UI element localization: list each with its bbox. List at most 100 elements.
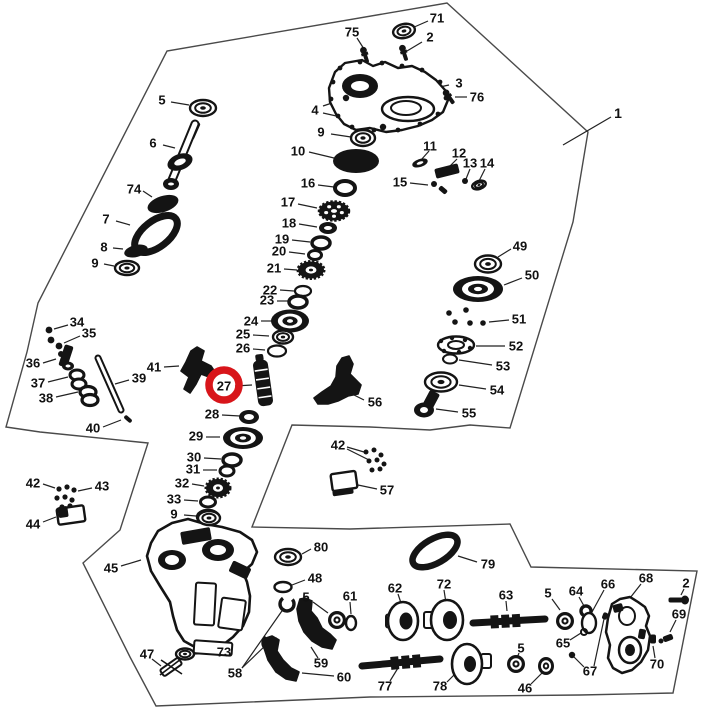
part-label-32[interactable]: 32	[175, 476, 189, 491]
part-label-42[interactable]: 42	[26, 476, 40, 491]
part-label-1[interactable]: 1	[614, 105, 622, 121]
part-label-53[interactable]: 53	[496, 359, 510, 374]
part-label-44[interactable]: 44	[26, 517, 41, 532]
part-label-10[interactable]: 10	[291, 144, 305, 159]
part-label-76[interactable]: 76	[470, 90, 484, 105]
part-label-27[interactable]: 27	[217, 379, 231, 394]
part-label-42[interactable]: 42	[331, 438, 345, 453]
part-label-79[interactable]: 79	[481, 557, 495, 572]
part-label-4[interactable]: 4	[311, 103, 319, 118]
part-glyph-44	[57, 506, 69, 518]
part-label-62[interactable]: 62	[388, 581, 402, 596]
part-label-23[interactable]: 23	[260, 293, 274, 308]
part-label-71[interactable]: 71	[430, 11, 444, 26]
part-label-24[interactable]: 24	[244, 314, 259, 329]
part-label-12[interactable]: 12	[452, 146, 466, 161]
part-label-43[interactable]: 43	[95, 479, 109, 494]
part-label-31[interactable]: 31	[186, 462, 200, 477]
part-label-40[interactable]: 40	[86, 421, 100, 436]
part-label-56[interactable]: 56	[368, 395, 382, 410]
part-label-52[interactable]: 52	[509, 339, 523, 354]
leader-line	[629, 583, 642, 599]
part-label-6[interactable]: 6	[149, 136, 156, 151]
part-label-57[interactable]: 57	[380, 483, 394, 498]
leader-line	[183, 514, 197, 517]
part-glyph-68	[612, 603, 624, 613]
part-label-48[interactable]: 48	[308, 571, 322, 586]
part-label-34[interactable]: 34	[70, 315, 85, 330]
part-label-11[interactable]: 11	[423, 139, 437, 154]
leader-line	[191, 483, 205, 487]
part-label-2[interactable]: 2	[426, 30, 433, 45]
part-label-38[interactable]: 38	[39, 391, 53, 406]
part-label-67[interactable]: 67	[583, 664, 597, 679]
part-label-9[interactable]: 9	[91, 256, 98, 271]
part-label-51[interactable]: 51	[512, 312, 526, 327]
part-label-58[interactable]: 58	[228, 666, 242, 681]
part-label-49[interactable]: 49	[513, 239, 527, 254]
part-label-28[interactable]: 28	[205, 407, 219, 422]
part-label-26[interactable]: 26	[236, 341, 250, 356]
part-label-45[interactable]: 45	[104, 561, 118, 576]
part-label-15[interactable]: 15	[393, 175, 407, 190]
part-label-22[interactable]: 22	[263, 283, 277, 298]
part-label-65[interactable]: 65	[556, 636, 570, 651]
part-label-46[interactable]: 46	[518, 681, 532, 696]
part-label-5[interactable]: 5	[544, 586, 551, 601]
leader-line	[279, 289, 295, 292]
part-label-66[interactable]: 66	[601, 577, 615, 592]
part-label-18[interactable]: 18	[282, 216, 296, 231]
part-label-64[interactable]: 64	[569, 584, 584, 599]
part-label-7[interactable]: 7	[102, 212, 109, 227]
part-label-19[interactable]: 19	[275, 232, 289, 247]
part-glyph-70	[650, 634, 656, 644]
part-label-17[interactable]: 17	[281, 195, 295, 210]
part-label-60[interactable]: 60	[337, 670, 351, 685]
part-label-75[interactable]: 75	[345, 25, 359, 40]
part-label-2[interactable]: 2	[682, 576, 689, 591]
part-label-29[interactable]: 29	[189, 429, 203, 444]
part-label-50[interactable]: 50	[525, 268, 539, 283]
leader-line	[63, 335, 81, 344]
part-label-73[interactable]: 73	[217, 645, 231, 660]
part-label-69[interactable]: 69	[672, 607, 686, 622]
part-label-36[interactable]: 36	[26, 356, 40, 371]
part-label-37[interactable]: 37	[31, 376, 45, 391]
part-label-59[interactable]: 59	[314, 656, 328, 671]
part-glyph-69	[662, 634, 674, 642]
part-label-70[interactable]: 70	[650, 657, 664, 672]
part-label-41[interactable]: 41	[147, 360, 161, 375]
part-label-5[interactable]: 5	[302, 590, 309, 605]
part-label-25[interactable]: 25	[236, 327, 250, 342]
part-label-20[interactable]: 20	[272, 244, 286, 259]
part-label-14[interactable]: 14	[480, 156, 495, 171]
part-label-9[interactable]: 9	[170, 507, 177, 522]
part-label-33[interactable]: 33	[167, 492, 181, 507]
part-label-9[interactable]: 9	[317, 125, 324, 140]
part-label-47[interactable]: 47	[140, 647, 154, 662]
part-label-74[interactable]: 74	[127, 182, 142, 197]
part-label-55[interactable]: 55	[462, 406, 476, 421]
leader-line	[593, 618, 605, 667]
part-label-63[interactable]: 63	[499, 588, 513, 603]
part-label-77[interactable]: 77	[378, 679, 392, 694]
part-label-72[interactable]: 72	[437, 577, 451, 592]
part-label-54[interactable]: 54	[490, 383, 505, 398]
part-label-21[interactable]: 21	[267, 261, 281, 276]
part-label-35[interactable]: 35	[82, 326, 96, 341]
part-label-8[interactable]: 8	[100, 240, 107, 255]
leader-line	[530, 672, 543, 685]
part-label-80[interactable]: 80	[314, 540, 328, 555]
part-label-3[interactable]: 3	[455, 76, 462, 91]
part-label-30[interactable]: 30	[187, 450, 201, 465]
part-label-39[interactable]: 39	[132, 371, 146, 386]
part-label-5[interactable]: 5	[158, 93, 165, 108]
part-glyph-34	[45, 326, 53, 334]
part-label-68[interactable]: 68	[639, 571, 653, 586]
part-label-16[interactable]: 16	[301, 176, 315, 191]
part-label-13[interactable]: 13	[463, 156, 477, 171]
part-label-61[interactable]: 61	[343, 589, 357, 604]
part-glyph-72	[443, 611, 457, 629]
part-label-5[interactable]: 5	[517, 641, 524, 656]
part-label-78[interactable]: 78	[433, 679, 447, 694]
